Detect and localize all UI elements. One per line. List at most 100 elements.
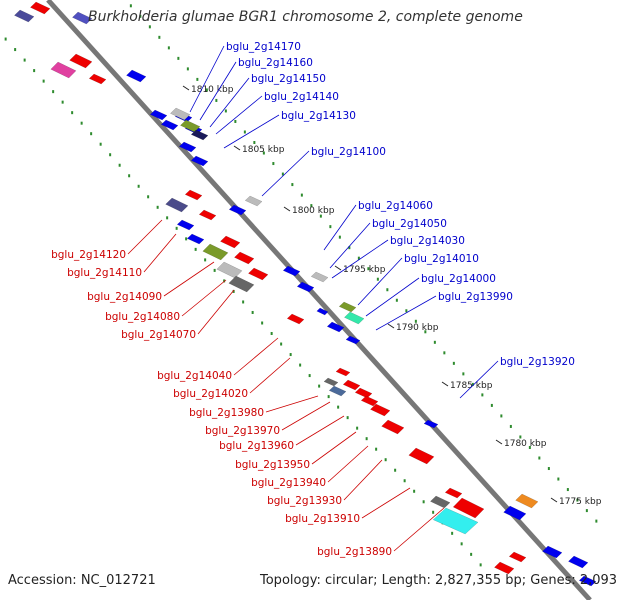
- tick-dot: [432, 510, 435, 514]
- tick-dot: [386, 288, 389, 292]
- tick-dot: [300, 193, 303, 197]
- forward-gene-label: bglu_2g13920: [500, 356, 575, 368]
- reverse-leader-line: [295, 415, 345, 446]
- tick-dot: [405, 309, 408, 313]
- reverse-gene: [184, 189, 203, 201]
- tick-dot: [118, 163, 121, 167]
- tick-dot: [481, 393, 484, 397]
- reverse-gene-label: bglu_2g13910: [285, 513, 360, 525]
- tick-dot: [204, 258, 207, 262]
- forward-gene: [503, 505, 527, 521]
- tick-dot: [109, 153, 112, 157]
- forward-gene: [190, 155, 209, 167]
- reverse-leader-line: [197, 289, 235, 335]
- reverse-gene: [444, 487, 463, 499]
- tick-dot: [129, 4, 132, 8]
- gene: [169, 107, 191, 121]
- reverse-leader-line: [163, 261, 215, 297]
- scale-tick-label: 1800 kbp: [292, 206, 335, 216]
- tick-dot: [346, 416, 349, 420]
- forward-leader-line: [331, 239, 389, 279]
- tick-dot: [156, 205, 159, 209]
- tick-dot: [299, 363, 302, 367]
- tick-dot: [462, 372, 465, 376]
- gene: [310, 271, 329, 283]
- reverse-gene-label: bglu_2g13940: [251, 477, 326, 489]
- tick-dot: [270, 332, 273, 336]
- forward-gene: [316, 307, 329, 316]
- tick-dot: [261, 321, 264, 325]
- forward-leader-line: [365, 277, 420, 317]
- reverse-gene-label: bglu_2g14080: [105, 311, 180, 323]
- tick-dot: [414, 319, 417, 323]
- tick-dot: [166, 216, 169, 220]
- forward-leader-line: [375, 295, 437, 331]
- tick-dot: [71, 111, 74, 115]
- forward-leader-line: [329, 222, 371, 269]
- tick-dot-tracks: [4, 4, 598, 567]
- scale-tick-label: 1795 kbp: [343, 265, 386, 275]
- tick-dot: [528, 445, 531, 449]
- tick-dot: [338, 235, 341, 239]
- gene: [429, 495, 451, 509]
- tick-dot: [242, 300, 245, 304]
- forward-gene-label: bglu_2g13990: [438, 291, 513, 303]
- scale-tick-mark: [550, 497, 558, 503]
- scale-tick-label: 1780 kbp: [504, 439, 547, 449]
- scale-tick-label: 1775 kbp: [559, 497, 602, 507]
- gene: [50, 61, 77, 79]
- tick-dot: [99, 142, 102, 146]
- tick-dot: [186, 67, 189, 71]
- forward-gene: [176, 219, 195, 231]
- reverse-leader-line: [343, 459, 383, 501]
- tick-dot: [403, 479, 406, 483]
- reverse-gene: [360, 395, 379, 407]
- forward-gene: [541, 545, 563, 559]
- tick-dot: [234, 119, 237, 123]
- tick-dot: [4, 37, 7, 41]
- scale-tick-mark: [441, 381, 449, 387]
- reverse-leader-line: [233, 337, 279, 376]
- tick-dot: [451, 531, 454, 535]
- reverse-leader-line: [281, 401, 331, 431]
- tick-dot: [479, 563, 482, 567]
- tick-dot: [61, 100, 64, 104]
- genome-title: Burkholderia glumae BGR1 chromosome 2, c…: [88, 9, 523, 25]
- gene: [165, 197, 189, 213]
- tick-dot: [128, 174, 131, 178]
- scale-tick-label: 1805 kbp: [242, 145, 285, 155]
- forward-gene-label: bglu_2g14060: [358, 200, 433, 212]
- tick-dot: [433, 340, 436, 344]
- forward-leader-line: [459, 360, 499, 399]
- gene: [190, 129, 209, 141]
- reverse-gene: [198, 209, 217, 221]
- reverse-leader-line: [249, 357, 291, 394]
- reverse-gene: [219, 235, 241, 249]
- scale-tick-label: 1790 kbp: [396, 323, 439, 333]
- forward-gene: [282, 265, 301, 277]
- reverse-gene: [369, 403, 391, 417]
- forward-gene: [178, 141, 197, 153]
- scale-tick-mark: [495, 439, 503, 445]
- tick-dot: [413, 489, 416, 493]
- scale-tick-mark: [233, 145, 241, 151]
- tick-dot: [281, 172, 284, 176]
- tick-dot: [509, 424, 512, 428]
- tick-dot: [348, 246, 351, 250]
- reverse-gene: [354, 387, 373, 399]
- tick-dot: [337, 405, 340, 409]
- reverse-gene: [233, 251, 255, 265]
- genome-summary-text: Topology: circular; Length: 2,827,355 bp…: [260, 573, 617, 588]
- forward-gene-label: bglu_2g14010: [404, 253, 479, 265]
- forward-leader-line: [189, 45, 225, 113]
- gene: [515, 493, 539, 509]
- tick-dot: [158, 35, 161, 39]
- tick-dot: [215, 98, 218, 102]
- forward-leader-line: [215, 95, 263, 135]
- forward-gene-label: bglu_2g14000: [421, 273, 496, 285]
- reverse-gene-label: bglu_2g13980: [189, 407, 264, 419]
- reverse-gene-label: bglu_2g14020: [173, 388, 248, 400]
- tick-dot: [547, 467, 550, 471]
- tick-dot: [280, 342, 283, 346]
